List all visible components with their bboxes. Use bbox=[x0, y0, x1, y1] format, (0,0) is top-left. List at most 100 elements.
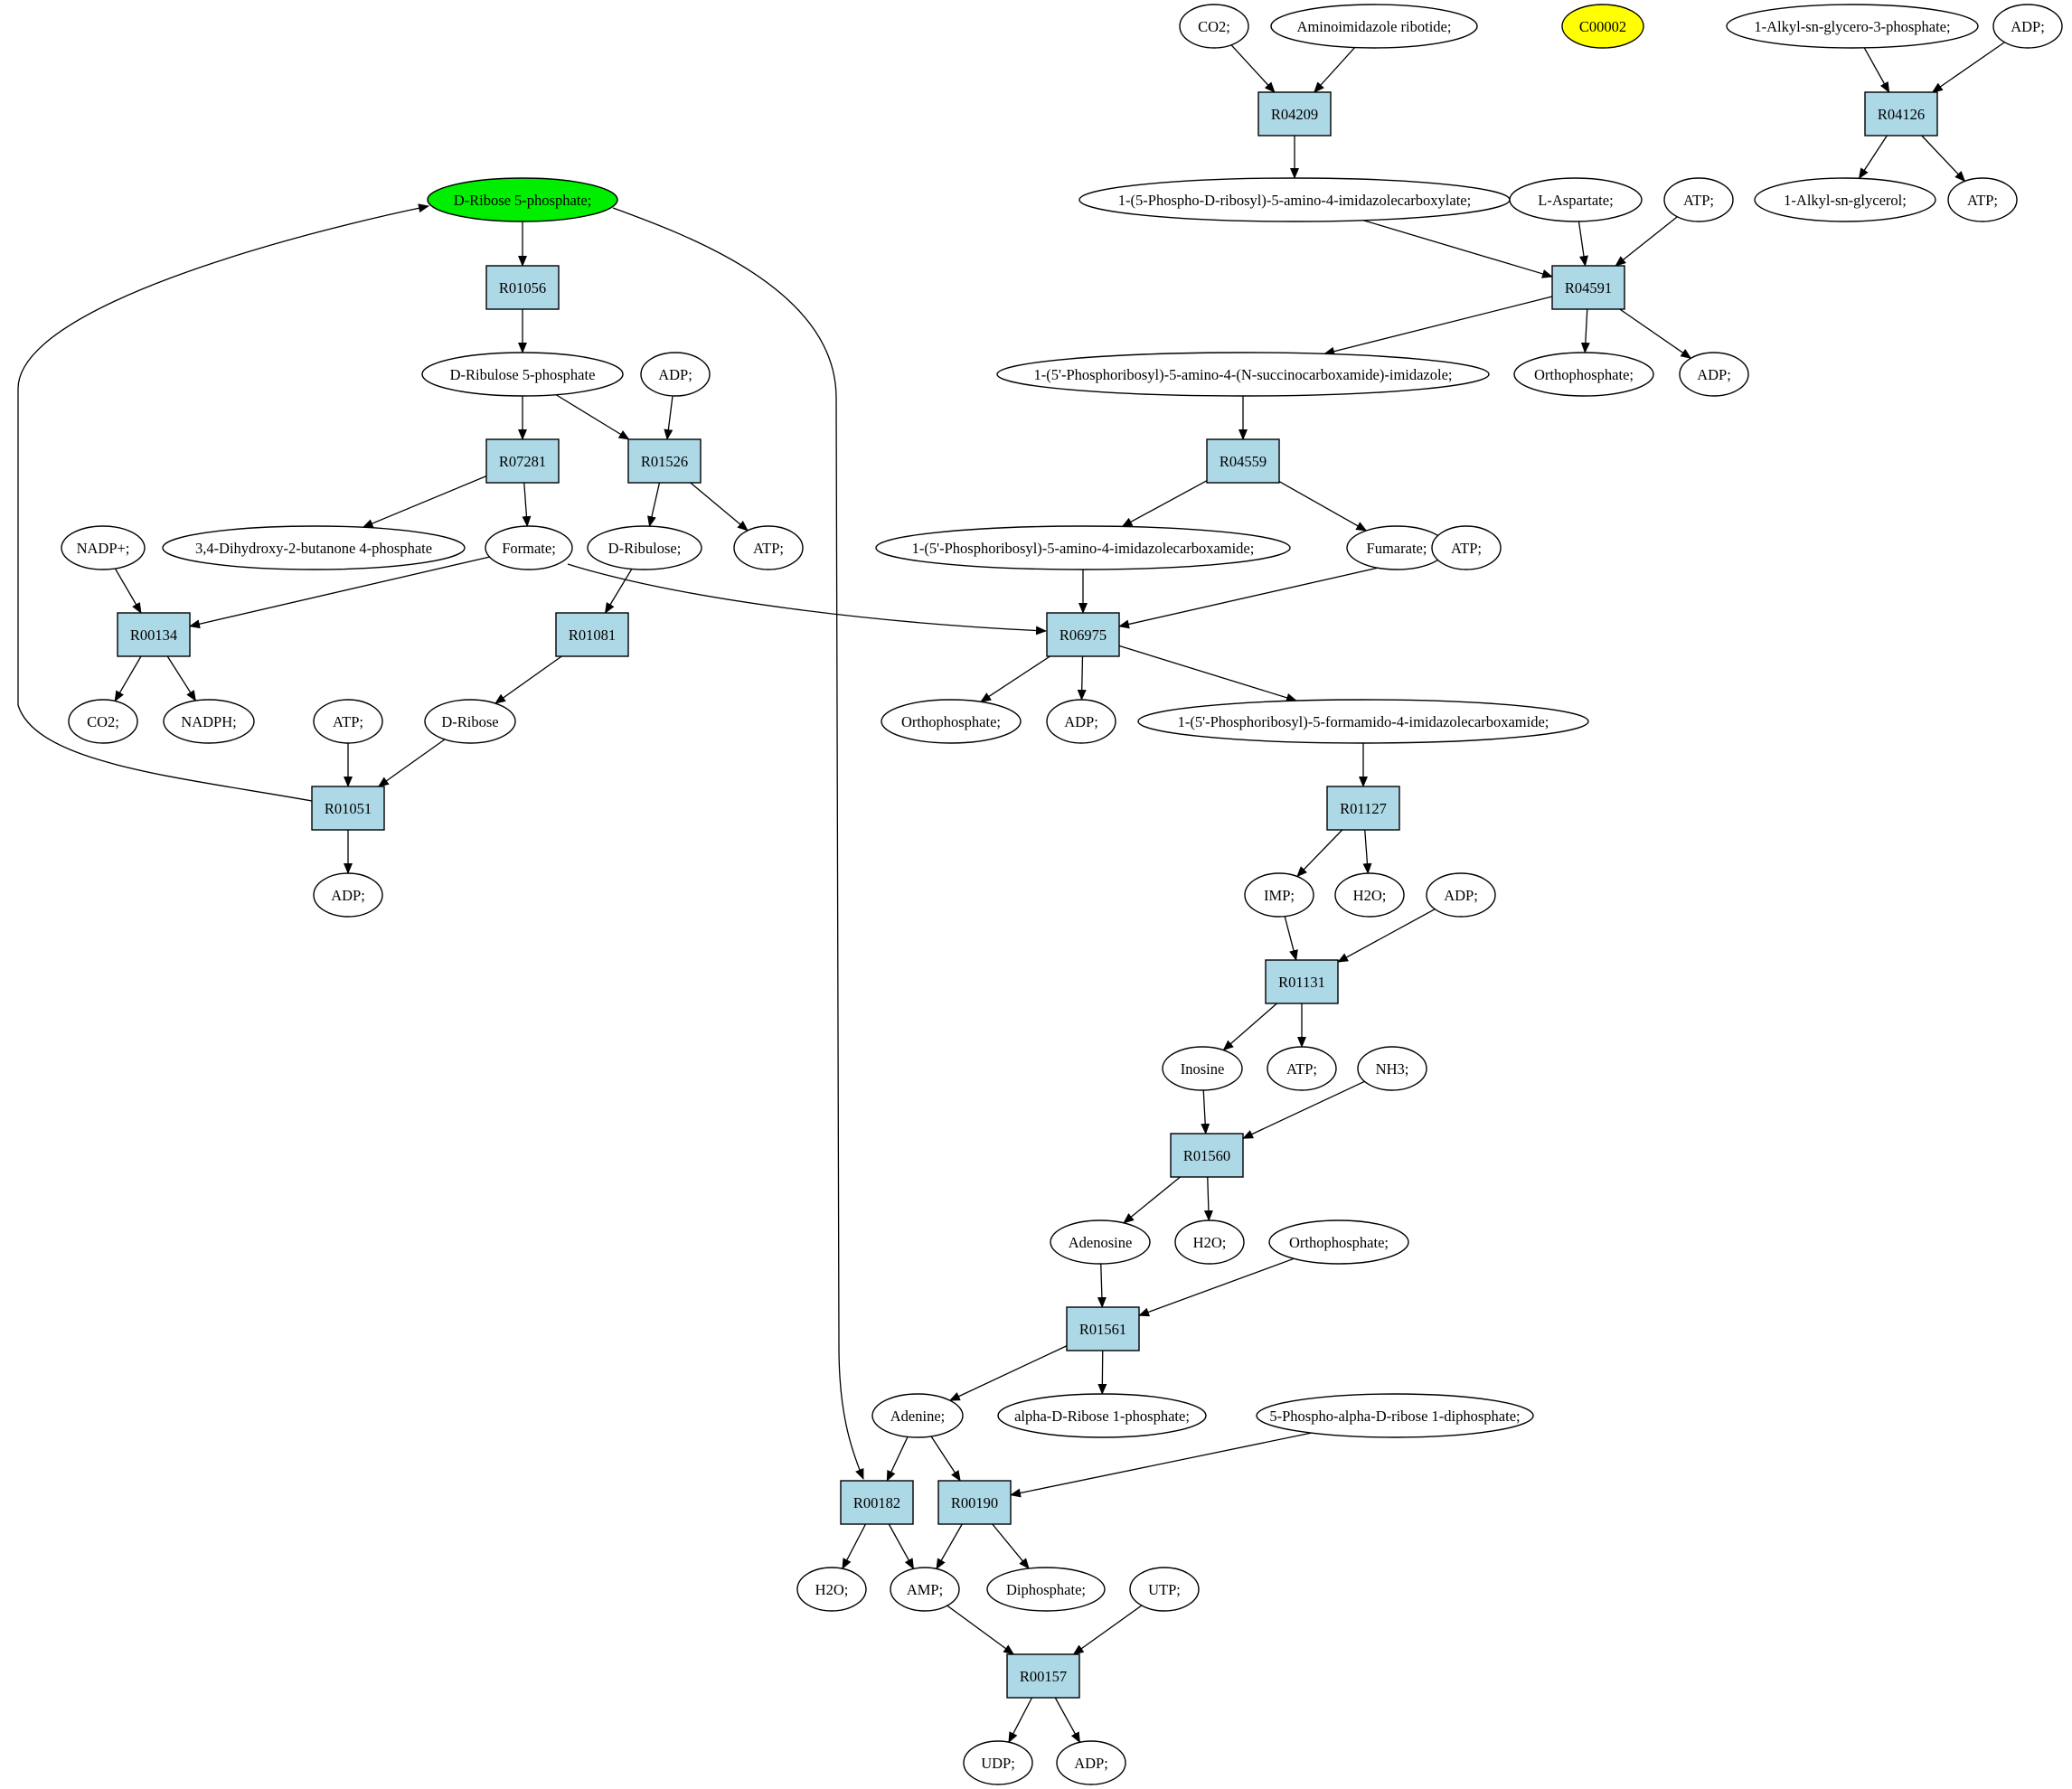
reaction-box bbox=[937, 1480, 1012, 1525]
edge-R04559-to-aicar bbox=[1121, 480, 1208, 528]
reaction-r06975[interactable]: R06975 bbox=[1046, 612, 1120, 657]
compound-h2o-a[interactable]: H2O; bbox=[1334, 872, 1405, 918]
compound-orthophosphate-b[interactable]: Orthophosphate; bbox=[881, 699, 1022, 744]
compound-shape bbox=[640, 352, 711, 397]
reaction-box bbox=[840, 1480, 914, 1525]
reaction-r04209[interactable]: R04209 bbox=[1257, 91, 1332, 137]
compound-aminoimidazole-ribotide[interactable]: Aminoimidazole ribotide; bbox=[1270, 4, 1478, 49]
reaction-r01081[interactable]: R01081 bbox=[555, 612, 629, 657]
compound-d-ribose[interactable]: D-Ribose bbox=[424, 699, 516, 744]
compound-prpp[interactable]: 5-Phospho-alpha-D-ribose 1-diphosphate; bbox=[1256, 1393, 1534, 1438]
edge-R04591-to-saicar bbox=[1323, 296, 1553, 356]
reaction-r00190[interactable]: R00190 bbox=[937, 1480, 1012, 1525]
compound-adp-f[interactable]: ADP; bbox=[1426, 872, 1496, 918]
reaction-label: R00182 bbox=[853, 1494, 900, 1511]
compound-adenosine[interactable]: Adenosine bbox=[1050, 1219, 1151, 1265]
compound-shape bbox=[733, 525, 804, 570]
compound-inosine[interactable]: Inosine bbox=[1162, 1046, 1243, 1091]
compound-adp-e-dummy[interactable]: ADP; bbox=[313, 872, 383, 918]
compound-atp-c[interactable]: ATP; bbox=[733, 525, 804, 570]
compound-nadp[interactable]: NADP+; bbox=[61, 525, 146, 570]
compound-fumarate[interactable]: Fumarate; bbox=[1346, 525, 1447, 570]
compound-co2-a[interactable]: CO2; bbox=[1179, 4, 1249, 49]
compound-atp-b[interactable]: ATP; bbox=[1947, 177, 2018, 222]
compound-saicar[interactable]: 1-(5'-Phosphoribosyl)-5-amino-4-(N-succi… bbox=[996, 352, 1490, 397]
edge-R00182-to-amp bbox=[888, 1523, 915, 1570]
compound-nadph[interactable]: NADPH; bbox=[163, 699, 255, 744]
compound-ribose5p[interactable]: D-Ribose 5-phosphate; bbox=[427, 177, 618, 222]
compound-air-carboxylate[interactable]: 1-(5-Phospho-D-ribosyl)-5-amino-4-imidaz… bbox=[1078, 177, 1511, 222]
compound-adp-d[interactable]: ADP; bbox=[1046, 699, 1116, 744]
compound-diphosphate[interactable]: Diphosphate; bbox=[986, 1567, 1106, 1612]
compound-atp-d[interactable]: ATP; bbox=[1431, 525, 1502, 570]
compound-formate[interactable]: Formate; bbox=[485, 525, 573, 570]
compound-label: ADP; bbox=[1444, 887, 1478, 904]
reaction-r04591[interactable]: R04591 bbox=[1551, 265, 1625, 310]
compound-adp-g[interactable]: ADP; bbox=[1056, 1740, 1126, 1785]
reaction-r01526[interactable]: R01526 bbox=[627, 438, 702, 484]
reaction-box bbox=[1046, 612, 1120, 657]
compound-h2o-c[interactable]: H2O; bbox=[796, 1567, 867, 1612]
compound-label: L-Aspartate; bbox=[1538, 192, 1613, 209]
reaction-r04559[interactable]: R04559 bbox=[1206, 438, 1280, 484]
compound-atp-a[interactable]: ATP; bbox=[1663, 177, 1734, 222]
edge-R00157-to-udp bbox=[1008, 1697, 1033, 1744]
compound-adp-b[interactable]: ADP; bbox=[640, 352, 711, 397]
compound-utp[interactable]: UTP; bbox=[1129, 1567, 1200, 1612]
reaction-r01127[interactable]: R01127 bbox=[1326, 786, 1400, 831]
edge-R01560-to-h2o_b bbox=[1203, 1176, 1213, 1222]
compound-atp-e[interactable]: ATP; bbox=[313, 699, 383, 744]
compound-nh3[interactable]: NH3; bbox=[1357, 1046, 1427, 1091]
reaction-r00157[interactable]: R00157 bbox=[1006, 1653, 1080, 1699]
compound-label: D-Ribose 5-phosphate; bbox=[454, 192, 592, 209]
compound-c00002[interactable]: C00002 bbox=[1561, 4, 1644, 49]
reaction-r01056[interactable]: R01056 bbox=[485, 265, 560, 310]
edge-ribulose-to-R01081 bbox=[604, 569, 633, 614]
compound-shape bbox=[424, 699, 516, 744]
compound-adenine[interactable]: Adenine; bbox=[871, 1393, 964, 1438]
compound-co2-b[interactable]: CO2; bbox=[68, 699, 138, 744]
compound-dihydroxybutanone[interactable]: 3,4-Dihydroxy-2-butanone 4-phosphate bbox=[162, 525, 466, 570]
compound-adp-a[interactable]: ADP; bbox=[1992, 4, 2063, 49]
compound-shape bbox=[1137, 699, 1589, 744]
compound-label: ADP; bbox=[1074, 1755, 1108, 1772]
compound-label: ATP; bbox=[1451, 540, 1482, 557]
compound-aspartate[interactable]: L-Aspartate; bbox=[1509, 177, 1643, 222]
reaction-r00182[interactable]: R00182 bbox=[840, 1480, 914, 1525]
compound-udp[interactable]: UDP; bbox=[963, 1740, 1033, 1785]
compound-alkyl-glycerol[interactable]: 1-Alkyl-sn-glycerol; bbox=[1754, 177, 1936, 222]
reaction-r01561[interactable]: R01561 bbox=[1066, 1306, 1140, 1351]
compound-imp[interactable]: IMP; bbox=[1244, 872, 1314, 918]
compound-atp-f[interactable]: ATP; bbox=[1267, 1046, 1337, 1091]
reaction-r01131[interactable]: R01131 bbox=[1265, 959, 1339, 1004]
reaction-box bbox=[555, 612, 629, 657]
compound-ribulose[interactable]: D-Ribulose; bbox=[587, 525, 702, 570]
compound-label: NADP+; bbox=[77, 540, 130, 557]
compound-label: C00002 bbox=[1579, 18, 1626, 35]
compound-label: 1-(5-Phospho-D-ribosyl)-5-amino-4-imidaz… bbox=[1118, 192, 1471, 209]
edge-ribose5p-to-R00182 bbox=[612, 207, 864, 1480]
reaction-r04126[interactable]: R04126 bbox=[1864, 91, 1938, 137]
reaction-r01560[interactable]: R01560 bbox=[1170, 1133, 1244, 1178]
compound-adp-c[interactable]: ADP; bbox=[1679, 352, 1749, 397]
compound-label: UDP; bbox=[981, 1755, 1015, 1772]
compound-h2o-b[interactable]: H2O; bbox=[1174, 1219, 1245, 1265]
reaction-r01051[interactable]: R01051 bbox=[311, 786, 385, 831]
reaction-r00134[interactable]: R00134 bbox=[117, 612, 191, 657]
reaction-box bbox=[1066, 1306, 1140, 1351]
compound-orthophosphate-c[interactable]: Orthophosphate; bbox=[1268, 1219, 1409, 1265]
compound-faicar[interactable]: 1-(5'-Phosphoribosyl)-5-formamido-4-imid… bbox=[1137, 699, 1589, 744]
reaction-r07281[interactable]: R07281 bbox=[485, 438, 560, 484]
compound-orthophosphate-a[interactable]: Orthophosphate; bbox=[1513, 352, 1654, 397]
edge-R01561-to-ribose1p bbox=[1097, 1350, 1107, 1395]
compound-label: D-Ribulose; bbox=[608, 540, 682, 557]
compound-amp[interactable]: AMP; bbox=[890, 1567, 960, 1612]
compound-shape bbox=[427, 177, 618, 222]
compound-ribose1p[interactable]: alpha-D-Ribose 1-phosphate; bbox=[997, 1393, 1207, 1438]
reaction-label: R01056 bbox=[499, 279, 546, 297]
compound-label: 1-(5'-Phosphoribosyl)-5-formamido-4-imid… bbox=[1178, 713, 1549, 730]
compound-aicar[interactable]: 1-(5'-Phosphoribosyl)-5-amino-4-imidazol… bbox=[875, 525, 1291, 570]
compound-alkyl-glycero-3p[interactable]: 1-Alkyl-sn-glycero-3-phosphate; bbox=[1726, 4, 1979, 49]
compound-ribulose5p[interactable]: D-Ribulose 5-phosphate bbox=[421, 352, 624, 397]
edge-nadp-to-R00134 bbox=[114, 568, 142, 614]
